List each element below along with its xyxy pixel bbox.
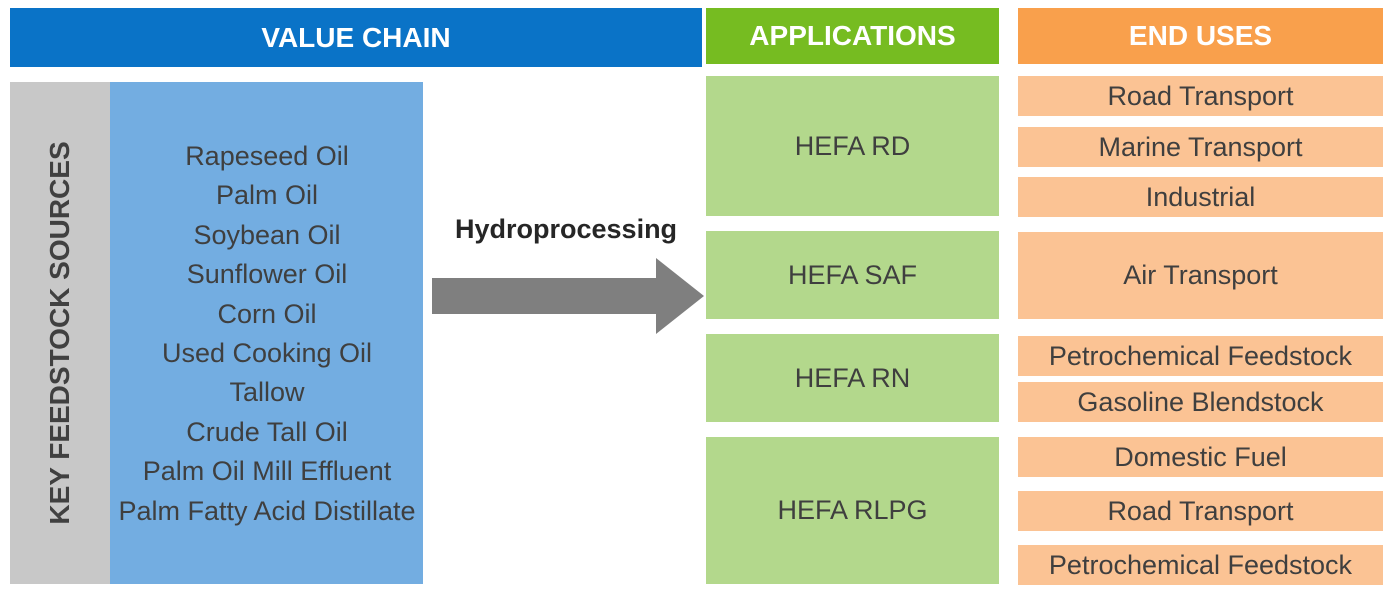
end-use-petrochemical-feedstock: Petrochemical Feedstock	[1018, 545, 1383, 585]
hydroprocessing-label: Hydroprocessing	[455, 214, 678, 244]
application-hefa-rn: HEFA RN	[706, 334, 999, 422]
end-use-petrochemical-feedstock: Petrochemical Feedstock	[1018, 336, 1383, 376]
end-use-marine-transport: Marine Transport	[1018, 127, 1383, 167]
end-use-gasoline-blendstock: Gasoline Blendstock	[1018, 382, 1383, 422]
feedstock-side-panel	[10, 82, 110, 584]
feedstock-item: Corn Oil	[217, 298, 317, 329]
value-chain-header: VALUE CHAIN	[10, 8, 702, 67]
end-use-label: Gasoline Blendstock	[1077, 386, 1324, 417]
feedstock-panel	[110, 82, 423, 584]
application-label: HEFA RN	[794, 362, 911, 393]
end-use-label: Marine Transport	[1098, 131, 1303, 162]
process-arrow-icon	[432, 258, 704, 334]
feedstock-item: Tallow	[229, 377, 305, 408]
value-chain-header-label: VALUE CHAIN	[261, 21, 451, 53]
feedstock-list: Rapeseed Oil Palm Oil Soybean Oil Sunflo…	[111, 137, 423, 531]
end-use-road-transport: Road Transport	[1018, 491, 1383, 531]
application-label: HEFA SAF	[787, 259, 918, 290]
key-feedstock-sources-label: KEY FEEDSTOCK SOURCES	[44, 141, 75, 525]
end-use-label: Air Transport	[1123, 260, 1278, 290]
end-use-label: Petrochemical Feedstock	[1048, 340, 1353, 371]
end-use-label: Domestic Fuel	[1114, 441, 1287, 472]
end-use-label: Petrochemical Feedstock	[1048, 549, 1353, 580]
application-hefa-rd: HEFA RD	[706, 76, 999, 216]
applications-header-label: APPLICATIONS	[749, 20, 956, 51]
end-use-label: Road Transport	[1107, 495, 1294, 526]
end-use-air-transport: Air Transport	[1018, 232, 1383, 319]
feedstock-item: Sunflower Oil	[186, 259, 348, 290]
end-use-label: Industrial	[1145, 181, 1256, 212]
feedstock-item: Soybean Oil	[193, 219, 341, 250]
end-uses-header-label: END USES	[1128, 20, 1273, 51]
end-uses-header: END USES	[1018, 8, 1383, 64]
end-use-domestic-fuel: Domestic Fuel	[1018, 437, 1383, 477]
application-hefa-rlpg: HEFA RLPG	[706, 437, 999, 584]
feedstock-item: Used Cooking Oil	[161, 337, 373, 368]
application-hefa-saf: HEFA SAF	[706, 231, 999, 319]
end-use-industrial: Industrial	[1018, 177, 1383, 217]
end-use-road-transport: Road Transport	[1018, 76, 1383, 116]
feedstock-item: Palm Oil	[215, 180, 318, 211]
application-label: HEFA RD	[794, 130, 911, 161]
feedstock-item: Palm Oil Mill Effluent	[142, 456, 392, 487]
applications-header: APPLICATIONS	[706, 8, 999, 64]
feedstock-item: Rapeseed Oil	[185, 141, 349, 171]
feedstock-item: Crude Tall Oil	[186, 416, 348, 447]
end-use-label: Road Transport	[1107, 80, 1294, 111]
feedstock-item: Palm Fatty Acid Distillate	[118, 495, 416, 526]
application-label: HEFA RLPG	[777, 495, 928, 525]
